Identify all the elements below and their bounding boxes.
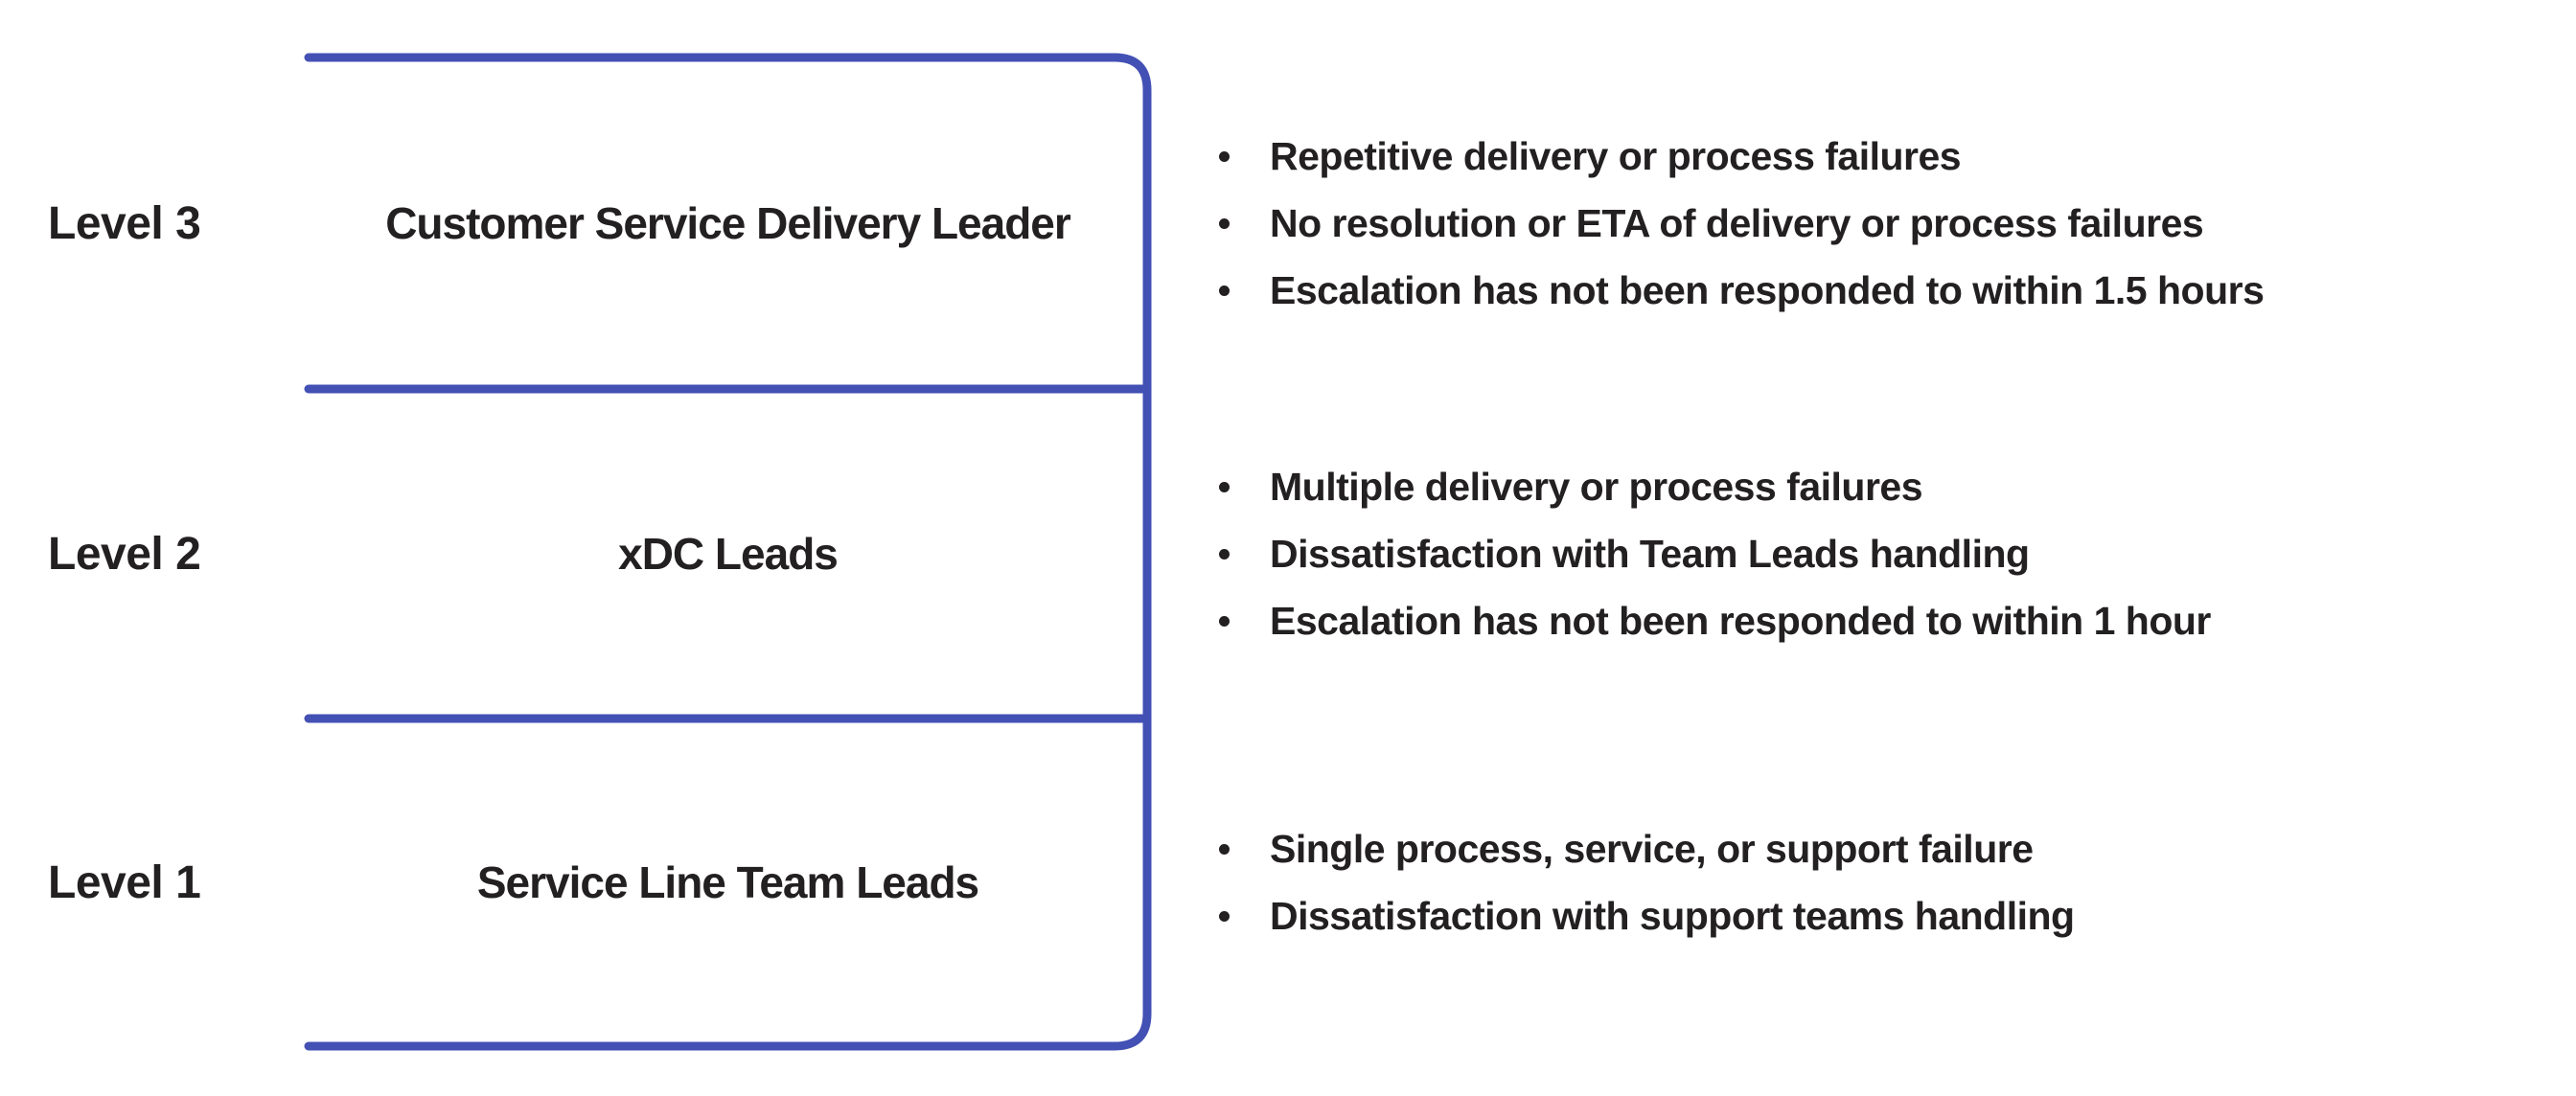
criteria-item: Repetitive delivery or process failures (1219, 123, 2538, 190)
criteria-item: Dissatisfaction with Team Leads handling (1219, 520, 2538, 587)
criteria-item: Multiple delivery or process failures (1219, 453, 2538, 520)
bullet-icon (1219, 481, 1230, 492)
criteria-text: Repetitive delivery or process failures (1270, 133, 1962, 178)
criteria-item: Escalation has not been responded to wit… (1219, 257, 2538, 324)
criteria-item: No resolution or ETA of delivery or proc… (1219, 190, 2538, 257)
bullet-icon (1219, 548, 1230, 559)
criteria-text: Single process, service, or support fail… (1270, 826, 2034, 871)
level-2-criteria-list: Multiple delivery or process failures Di… (1219, 389, 2538, 719)
bullet-icon (1219, 615, 1230, 627)
criteria-text: Escalation has not been responded to wit… (1270, 267, 2265, 312)
criteria-item: Single process, service, or support fail… (1219, 815, 2538, 882)
bullet-icon (1219, 843, 1230, 855)
criteria-text: No resolution or ETA of delivery or proc… (1270, 200, 2204, 245)
criteria-text: Multiple delivery or process failures (1270, 464, 1923, 509)
criteria-item: Dissatisfaction with support teams handl… (1219, 882, 2538, 949)
criteria-item: Escalation has not been responded to wit… (1219, 587, 2538, 654)
level-1-label: Level 1 (48, 856, 201, 908)
level-3-criteria-list: Repetitive delivery or process failures … (1219, 57, 2538, 389)
bullet-icon (1219, 910, 1230, 922)
bullet-icon (1219, 285, 1230, 296)
criteria-text: Dissatisfaction with Team Leads handling (1270, 531, 2030, 576)
box-border-path (304, 53, 1152, 1051)
bullet-icon (1219, 217, 1230, 229)
level-3-role: Customer Service Delivery Leader (385, 198, 1071, 248)
level-3-label: Level 3 (48, 197, 201, 249)
criteria-text: Escalation has not been responded to wit… (1270, 598, 2211, 643)
criteria-text: Dissatisfaction with support teams handl… (1270, 893, 2075, 938)
bullet-icon (1219, 150, 1230, 162)
level-1-role: Service Line Team Leads (476, 857, 979, 907)
level-1-criteria-list: Single process, service, or support fail… (1219, 719, 2538, 1046)
level-2-role: xDC Leads (618, 529, 839, 579)
level-2-label: Level 2 (48, 528, 201, 580)
